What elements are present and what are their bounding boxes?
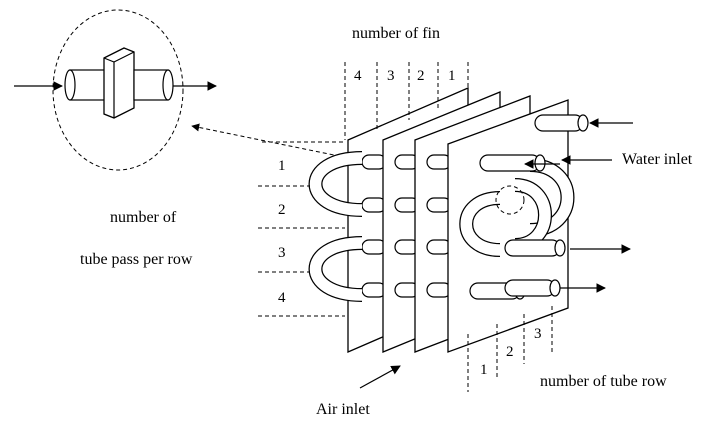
tube-right-3 (504, 239, 561, 257)
label-tube-pass-per-row: tube pass per row (80, 251, 193, 268)
tube-row-number-2: 2 (506, 344, 514, 360)
detail-circle (52, 9, 184, 171)
tube-pass-number-4: 4 (278, 290, 286, 306)
fin-number-4: 4 (354, 68, 362, 84)
fin-4-tubes (361, 154, 387, 298)
tube-pass-number-1: 1 (278, 158, 286, 174)
tube-row-number-3: 3 (534, 326, 542, 342)
label-water-inlet: Water inlet (622, 151, 693, 168)
detail-fin-plate (103, 47, 135, 119)
tube-pass-number-3: 3 (278, 245, 286, 261)
fin-2-tubes (426, 154, 452, 298)
fin-plates (347, 87, 569, 353)
label-number-of-tube-row: number of tube row (540, 373, 667, 390)
label-number-of-fin: number of fin (352, 25, 440, 42)
label-number-of: number of (110, 209, 177, 226)
tube-fin-detail-callout (14, 9, 217, 171)
fin-number-3: 3 (387, 68, 395, 84)
tube-right-5 (504, 279, 556, 297)
fin-number-2: 2 (417, 68, 425, 84)
fin-number-1: 1 (448, 68, 456, 84)
tube-right-2 (479, 154, 541, 172)
tube-right-top (534, 114, 584, 132)
detail-tube-right (133, 69, 169, 101)
left-return-bends (308, 151, 363, 302)
tube-row-number-1: 1 (480, 362, 488, 378)
detail-source-circle (495, 185, 525, 215)
air-inlet-arrow (359, 365, 401, 389)
tube-pass-number-2: 2 (278, 202, 286, 218)
front-bends-and-tubes (459, 114, 589, 300)
label-air-inlet: Air inlet (316, 401, 370, 418)
fin-3-tubes (394, 154, 420, 298)
tube-pass-dividers (258, 141, 345, 317)
fin-number-dividers (344, 62, 469, 140)
tube-row-dividers (467, 306, 553, 392)
detail-pointer-arrow (191, 123, 506, 191)
